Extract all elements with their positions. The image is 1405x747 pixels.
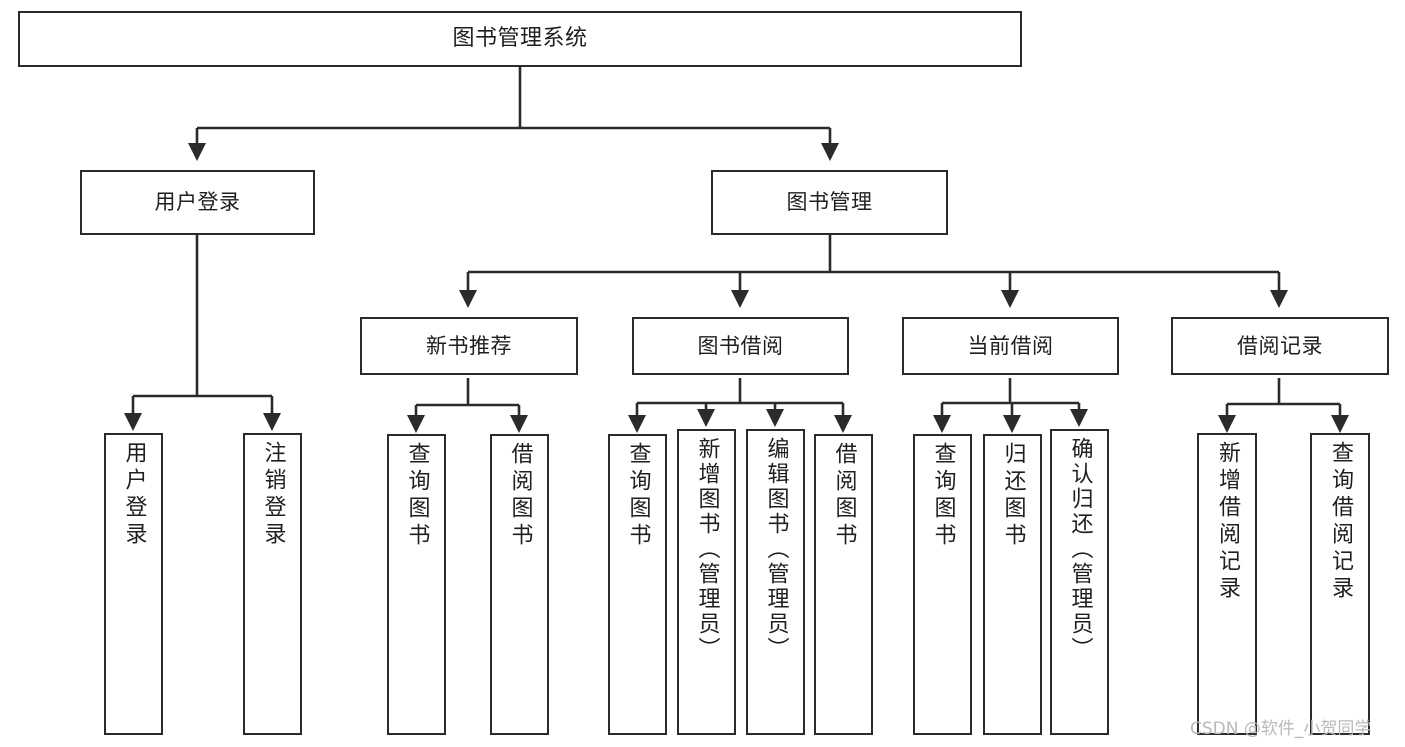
watermark-text: CSDN @软件_小贺同学 <box>1190 719 1372 739</box>
node-leaf-return-book[interactable]: 归还图书 <box>983 434 1042 735</box>
node-label: 新书推荐 <box>426 333 512 358</box>
node-leaf-confirm-return[interactable]: 确认归还（管理员） <box>1050 429 1109 735</box>
node-label: 注销登录 <box>260 441 286 549</box>
node-leaf-query-record[interactable]: 查询借阅记录 <box>1310 433 1370 735</box>
node-label: 图书管理系统 <box>452 26 588 52</box>
node-label: 当前借阅 <box>967 333 1054 358</box>
node-label: 借阅图书 <box>507 442 533 550</box>
node-label: 编辑图书（管理员） <box>763 437 789 662</box>
node-leaf-query-book-1[interactable]: 查询图书 <box>387 434 446 735</box>
node-new-book-rec[interactable]: 新书推荐 <box>360 317 578 375</box>
node-label: 查询图书 <box>625 442 651 550</box>
node-leaf-query-book-2[interactable]: 查询图书 <box>608 434 667 735</box>
node-label: 用户登录 <box>154 190 241 215</box>
node-label: 确认归还（管理员） <box>1067 437 1093 662</box>
node-label: 借阅记录 <box>1237 333 1323 358</box>
node-leaf-user-logout[interactable]: 注销登录 <box>243 433 302 735</box>
node-label: 新增借阅记录 <box>1215 441 1240 603</box>
node-leaf-query-book-3[interactable]: 查询图书 <box>913 434 972 735</box>
node-user-login[interactable]: 用户登录 <box>80 170 315 235</box>
node-leaf-edit-book[interactable]: 编辑图书（管理员） <box>746 429 805 735</box>
node-label: 查询图书 <box>404 442 430 550</box>
node-label: 图书借阅 <box>697 333 784 358</box>
node-current-borrow[interactable]: 当前借阅 <box>902 317 1119 375</box>
node-book-manage[interactable]: 图书管理 <box>711 170 948 235</box>
node-root-system[interactable]: 图书管理系统 <box>18 11 1022 67</box>
node-leaf-add-book[interactable]: 新增图书（管理员） <box>677 429 736 735</box>
node-label: 新增图书（管理员） <box>694 437 720 662</box>
node-leaf-borrow-book-2[interactable]: 借阅图书 <box>814 434 873 735</box>
node-leaf-add-record[interactable]: 新增借阅记录 <box>1197 433 1257 735</box>
node-label: 用户登录 <box>121 441 147 549</box>
node-label: 图书管理 <box>786 190 873 215</box>
node-label: 借阅图书 <box>831 442 857 550</box>
node-label: 归还图书 <box>1000 442 1026 550</box>
node-book-borrow[interactable]: 图书借阅 <box>632 317 849 375</box>
node-leaf-borrow-book-1[interactable]: 借阅图书 <box>490 434 549 735</box>
node-leaf-user-login[interactable]: 用户登录 <box>104 433 163 735</box>
node-label: 查询图书 <box>930 442 956 550</box>
node-borrow-record[interactable]: 借阅记录 <box>1171 317 1389 375</box>
node-label: 查询借阅记录 <box>1328 441 1353 603</box>
